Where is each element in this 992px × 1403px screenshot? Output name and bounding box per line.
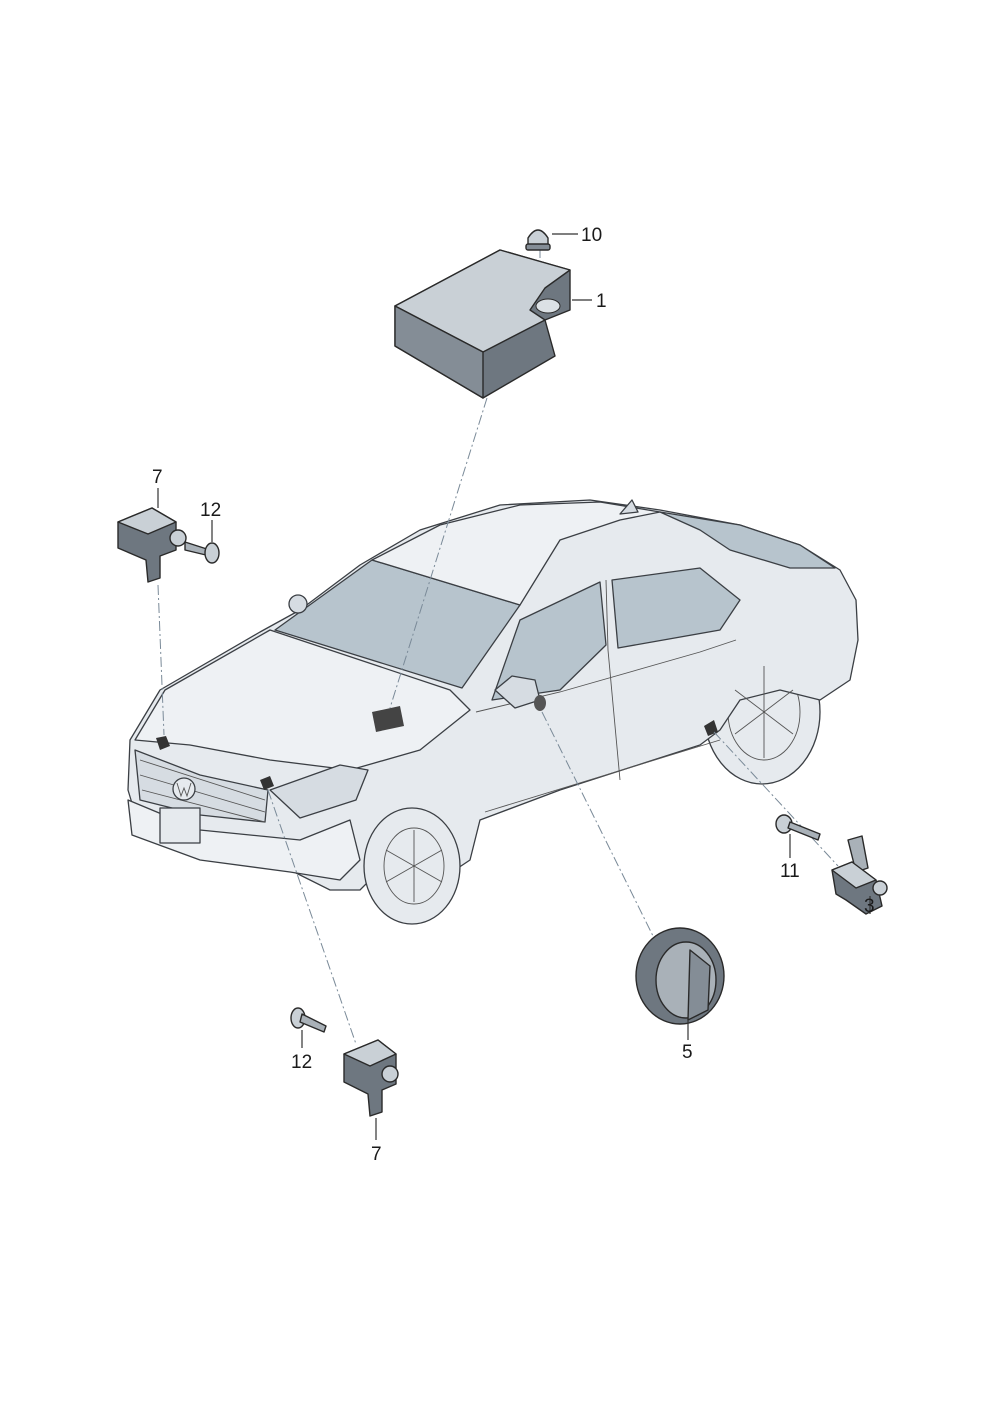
callout-11: 11 — [780, 861, 800, 882]
callout-3: 3 — [864, 896, 875, 917]
door-sensor-part — [635, 927, 725, 1025]
callout-12-left: 12 — [200, 500, 221, 521]
side-sensor-part — [831, 835, 888, 915]
bolt-side-part — [775, 814, 821, 841]
callout-7-right: 7 — [371, 1144, 382, 1165]
mount-front-left — [156, 736, 170, 750]
leader-lines — [157, 233, 871, 1140]
callout-7-left: 7 — [152, 467, 163, 488]
mount-control-unit — [372, 706, 404, 732]
mount-front-right — [260, 776, 274, 790]
front-sensor-right-part — [343, 1039, 399, 1117]
callout-10: 10 — [581, 225, 602, 246]
front-sensor-left-part — [117, 507, 187, 583]
screw-left-part — [184, 541, 220, 564]
callout-12-right: 12 — [291, 1052, 312, 1073]
control-unit-part — [394, 249, 571, 399]
callout-labels: 10 1 7 12 12 7 5 11 3 — [152, 225, 875, 1165]
car-illustration — [127, 499, 859, 925]
callout-5: 5 — [682, 1042, 693, 1063]
mount-door — [534, 695, 546, 711]
nut-part — [525, 229, 551, 251]
screw-right-part — [290, 1007, 327, 1033]
callout-1: 1 — [596, 291, 607, 312]
